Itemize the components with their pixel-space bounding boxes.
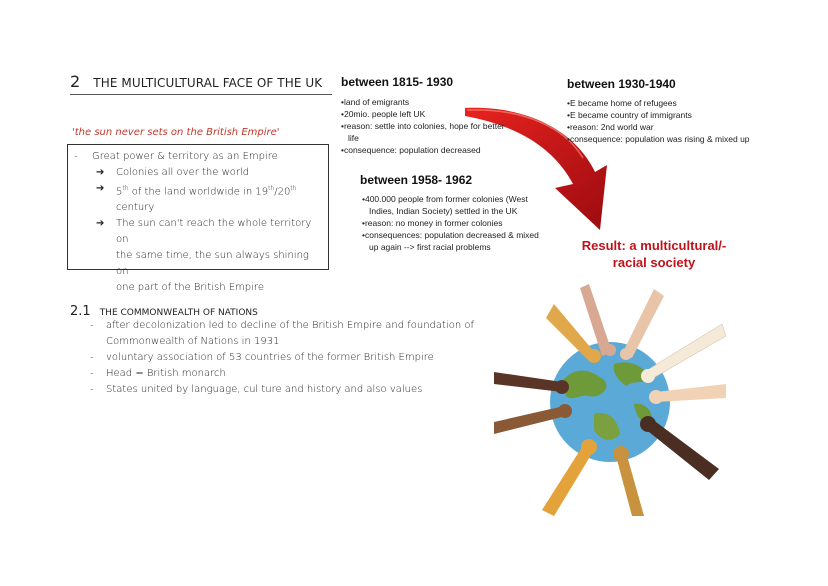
red-curved-arrow-icon	[465, 107, 607, 230]
list-item: •reason: settle into colonies, hope for …	[341, 121, 505, 143]
arrow-right-icon: ➔	[96, 218, 105, 230]
empire-point-sun-cont1: the same time, the sun always shining on	[116, 250, 309, 278]
subsection-number: 2.1	[70, 304, 91, 319]
empire-point-sun: ➔ The sun can't reach the whole territor…	[96, 218, 312, 246]
empire-box: Great power & territory as an Empire ➔ C…	[67, 144, 329, 293]
list-item: •20mio. people left UK	[341, 109, 426, 119]
arrow-right-icon: ➔	[96, 183, 105, 194]
empire-point-sun-cont2: one part of the British Empire	[116, 282, 264, 294]
list-item: •consequences: population decreased & mi…	[362, 230, 539, 252]
section-title: 2 THE MULTICULTURAL FACE OF THE UK	[70, 72, 332, 95]
empire-point-land-cont: century	[116, 202, 155, 214]
list-item: •400.000 people from former colonies (We…	[362, 194, 528, 216]
list-item: •E became home of refugees	[567, 98, 677, 108]
period-1958-heading: between 1958- 1962	[360, 173, 473, 187]
commonwealth-list: after decolonization led to decline of t…	[90, 318, 490, 398]
section-number: 2	[70, 72, 81, 91]
arrow-right-icon: ➔	[96, 167, 105, 178]
period-1815-heading: between 1815- 1930	[341, 75, 454, 89]
hands-around-globe-illustration	[494, 284, 726, 516]
period-1815-list: •land of emigrants •20mio. people left U…	[341, 96, 511, 156]
list-item: Head = British monarch	[90, 366, 490, 382]
list-item: after decolonization led to decline of t…	[90, 318, 490, 350]
list-item: •consequence: population was rising & mi…	[567, 134, 750, 144]
result-line-2: racial society	[612, 255, 696, 270]
period-1958-list: •400.000 people from former colonies (We…	[362, 193, 544, 253]
list-item: •E became country of immigrants	[567, 110, 692, 120]
result-line-1: Result: a multicultural/-	[581, 238, 727, 253]
list-item: voluntary association of 53 countries of…	[90, 350, 490, 366]
empire-point-land: ➔ 5th of the land worldwide in 19th/20th	[96, 183, 297, 198]
empire-main-point: Great power & territory as an Empire	[74, 149, 322, 165]
list-item: States united by language, cul ture and …	[90, 382, 490, 398]
result-statement: Result: a multicultural/- racial society	[566, 237, 742, 271]
subsection-title: THE COMMONWEALTH OF NATIONS	[99, 308, 258, 318]
list-item: •reason: 2nd world war	[567, 122, 654, 132]
list-item: •consequence: population decreased	[341, 145, 481, 155]
list-item: •reason: no money in former colonies	[362, 218, 503, 228]
section-heading: THE MULTICULTURAL FACE OF THE UK	[93, 76, 323, 90]
empire-point-colonies: ➔ Colonies all over the world	[74, 165, 322, 181]
list-item: •land of emigrants	[341, 97, 410, 107]
commonwealth-heading: 2.1 THE COMMONWEALTH OF NATIONS	[70, 304, 258, 319]
empire-quote: 'the sun never sets on the British Empir…	[72, 127, 280, 138]
period-1930-list: •E became home of refugees •E became cou…	[567, 97, 777, 145]
period-1930-heading: between 1930-1940	[567, 77, 676, 91]
